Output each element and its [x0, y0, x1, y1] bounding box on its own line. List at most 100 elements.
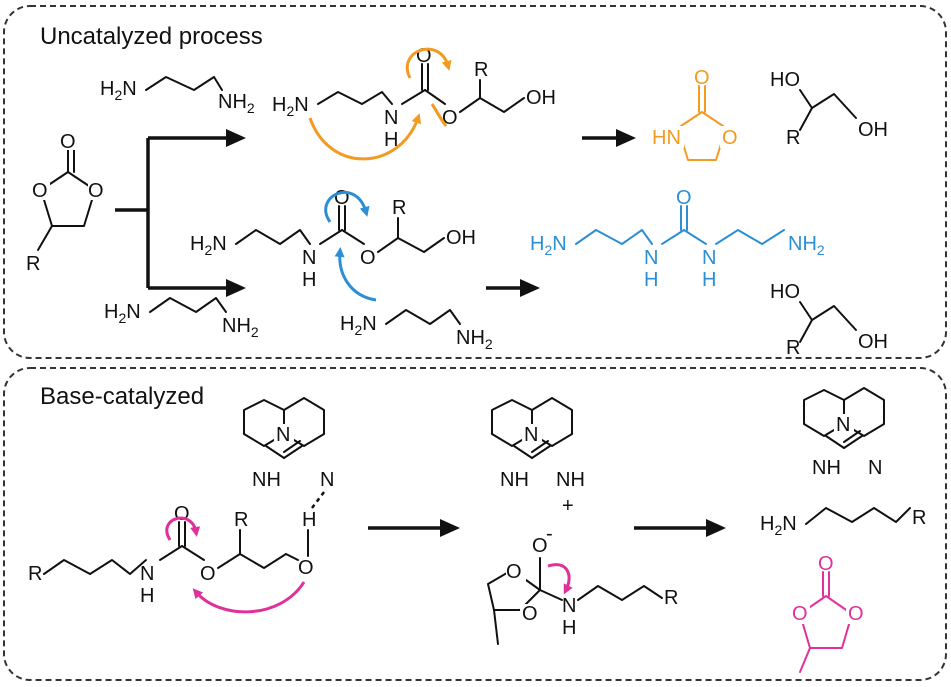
atom-n: N — [524, 424, 538, 446]
atom-o: O — [848, 603, 864, 625]
atom-oh: OH — [858, 119, 888, 141]
atom-o: O — [88, 180, 104, 202]
atom-n: N — [384, 107, 398, 129]
atom-oh: OH — [858, 331, 888, 353]
atom-h2n: H2N — [272, 94, 309, 119]
ethylenediamine-bottom: H2N NH2 — [104, 297, 259, 340]
carbamate-intermediate-top: H2N N H O O R OH — [272, 45, 556, 161]
orange-curly-arrow — [308, 113, 422, 161]
propylene-glycol-top: HO R OH — [770, 69, 888, 149]
atom-r: R — [786, 127, 800, 149]
atom-h: H — [140, 585, 154, 607]
atom-oh: OH — [446, 227, 476, 249]
reaction-arrow-bottom — [486, 279, 540, 297]
tetrahedral-intermediate: O - O O N H R — [487, 523, 678, 645]
atom-o: O — [334, 187, 350, 209]
atom-n: N — [702, 247, 716, 269]
base-catalyzed-panel — [3, 367, 947, 681]
atom-o: O — [694, 67, 710, 89]
atom-h: H — [562, 617, 576, 639]
atom-h: H — [384, 129, 398, 151]
atom-h2n: H2N — [340, 313, 377, 338]
orange-curly-arrow — [430, 103, 448, 127]
urea-product: H2N N H O N H NH2 — [530, 187, 825, 291]
atom-r: R — [912, 507, 926, 529]
ethylenediamine-top: H2N NH2 — [100, 76, 255, 116]
atom-h: H — [644, 269, 658, 291]
atom-h2n: H2N — [760, 513, 797, 538]
orange-curly-arrow — [406, 47, 452, 79]
atom-nh: NH — [556, 469, 585, 491]
atom-o: O — [32, 180, 48, 202]
blue-curly-arrow — [334, 247, 377, 302]
atom-r: R — [26, 253, 40, 275]
atom-n: N — [320, 469, 334, 491]
atom-nh2: NH2 — [456, 327, 493, 352]
reaction-arrow-top — [582, 129, 636, 147]
atom-o: O — [506, 561, 522, 583]
atom-o: O — [200, 563, 216, 585]
branch-arrows — [115, 129, 246, 297]
atom-n: N — [562, 595, 576, 617]
plus-charge: + — [562, 495, 574, 517]
minus-charge: - — [546, 523, 553, 545]
propylene-glycol-bottom: HO R OH — [770, 281, 888, 359]
atom-h: H — [702, 269, 716, 291]
propylene-carbonate-product: O O O — [790, 553, 866, 673]
atom-h2n: H2N — [100, 78, 137, 103]
atom-o-minus: O — [532, 535, 548, 557]
atom-nh: NH — [812, 457, 841, 479]
atom-h: H — [302, 509, 316, 531]
atom-n: N — [644, 247, 658, 269]
atom-o: O — [722, 127, 738, 149]
atom-ho: HO — [770, 281, 800, 303]
ethylenediamine-attacking: H2N NH2 — [340, 309, 493, 352]
atom-oh: OH — [526, 87, 556, 109]
base-catalyzed-title: Base-catalyzed — [40, 383, 204, 410]
atom-n: N — [868, 457, 882, 479]
atom-ho: HO — [770, 69, 800, 91]
atom-nh: NH — [500, 469, 529, 491]
oxazolidinone-product: O HN O — [652, 67, 740, 161]
atom-r: R — [664, 587, 678, 609]
tbd-regenerated: N NH N — [803, 387, 885, 479]
atom-nh2: NH2 — [222, 315, 259, 340]
amine-product: H2N R — [760, 507, 926, 538]
blue-curly-arrow — [324, 191, 370, 223]
reaction-arrow-base-1 — [368, 519, 460, 537]
atom-h2n: H2N — [104, 301, 141, 326]
atom-nh2: NH2 — [218, 91, 255, 116]
atom-n: N — [836, 414, 850, 436]
carbamate-substrate: R N H O O R O H — [28, 503, 316, 614]
atom-o: O — [818, 553, 834, 575]
atom-h2n: H2N — [190, 233, 227, 258]
uncatalyzed-panel — [3, 5, 947, 359]
atom-o: O — [360, 247, 376, 269]
atom-o: O — [522, 603, 538, 625]
atom-n: N — [140, 563, 154, 585]
uncatalyzed-title: Uncatalyzed process — [40, 23, 263, 50]
atom-nh2: NH2 — [788, 233, 825, 258]
atom-r: R — [474, 59, 488, 81]
atom-r: R — [786, 337, 800, 359]
atom-o: O — [792, 603, 808, 625]
pink-curly-arrow — [192, 581, 306, 614]
pink-curly-arrow — [547, 563, 573, 595]
atom-n: N — [276, 424, 290, 446]
atom-o: O — [174, 503, 190, 525]
cyclic-carbonate: O O O R — [26, 130, 108, 275]
tbd-base: N NH N — [243, 397, 334, 509]
atom-r: R — [234, 509, 248, 531]
atom-hn: HN — [652, 127, 681, 149]
atom-r: R — [392, 197, 406, 219]
atom-r: R — [28, 563, 42, 585]
atom-o: O — [298, 557, 314, 579]
pink-curly-arrow — [165, 516, 201, 541]
tbd-protonated: N NH NH + — [491, 397, 585, 517]
atom-h: H — [302, 269, 316, 291]
reaction-arrow-base-2 — [634, 519, 726, 537]
atom-o: O — [676, 187, 692, 209]
atom-h2n: H2N — [530, 233, 567, 258]
atom-nh: NH — [252, 469, 281, 491]
